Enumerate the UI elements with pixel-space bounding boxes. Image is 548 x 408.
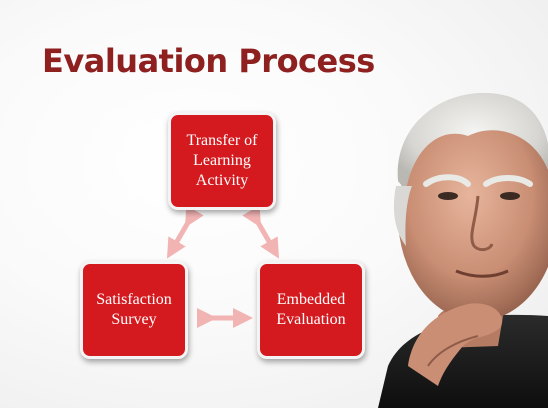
node-text-line: Transfer of	[186, 132, 258, 149]
node-text-line: Survey	[111, 311, 157, 328]
node-satisfaction-survey: Satisfaction Survey	[80, 261, 188, 359]
node-embedded-evaluation: Embedded Evaluation	[257, 261, 365, 359]
node-text-line: Learning	[193, 152, 251, 169]
node-text-line: Satisfaction	[96, 291, 172, 308]
connector-transfer-satisfaction	[166, 205, 204, 259]
node-transfer-of-learning-activity: Transfer of Learning Activity	[168, 112, 276, 210]
node-text-line: Embedded	[276, 291, 346, 308]
node-text-line: Activity	[195, 172, 249, 189]
connector-transfer-embedded	[242, 205, 280, 259]
portrait-image	[378, 92, 548, 408]
slide-title: Evaluation Process	[42, 42, 375, 80]
node-text-line: Evaluation	[276, 311, 346, 328]
